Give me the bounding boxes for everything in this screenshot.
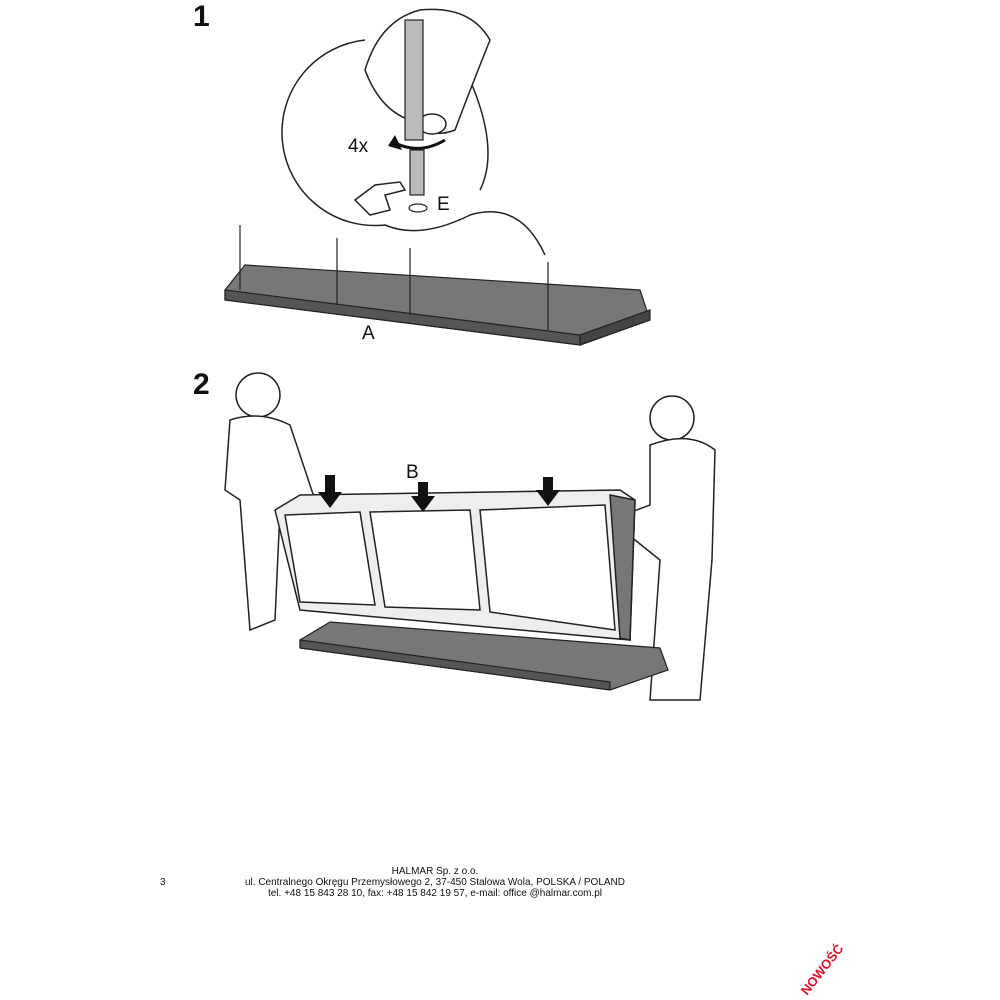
label-part-e: E xyxy=(437,194,450,215)
hand-icon xyxy=(364,8,491,135)
footer-company: HALMAR Sp. z o.o. xyxy=(391,866,479,877)
page-number: 3 xyxy=(160,877,166,888)
person-right xyxy=(608,395,716,701)
part-a-base-2 xyxy=(299,621,669,691)
step-1-number: 1 xyxy=(193,0,210,33)
threaded-bolt xyxy=(404,19,428,213)
zoom-detail-circle xyxy=(281,39,546,256)
part-b-frame xyxy=(274,489,636,641)
footer: HALMAR Sp. z o.o. ul. Centralnego Okręgu… xyxy=(200,866,670,899)
label-part-b: B xyxy=(406,462,419,483)
part-a-base xyxy=(224,225,651,346)
footer-contact: tel. +48 15 843 28 10, fax: +48 15 842 1… xyxy=(267,888,603,899)
pointing-hand-icon xyxy=(353,181,407,216)
person-left xyxy=(224,372,316,632)
down-arrow-icons xyxy=(318,475,560,512)
rotate-arrow-icon xyxy=(394,138,446,150)
step-2-number: 2 xyxy=(193,368,210,401)
label-count: 4x xyxy=(348,136,369,157)
footer-address: ul. Centralnego Okręgu Przemysłowego 2, … xyxy=(244,877,625,888)
arrow-head xyxy=(388,135,402,150)
label-part-a: A xyxy=(362,323,375,344)
